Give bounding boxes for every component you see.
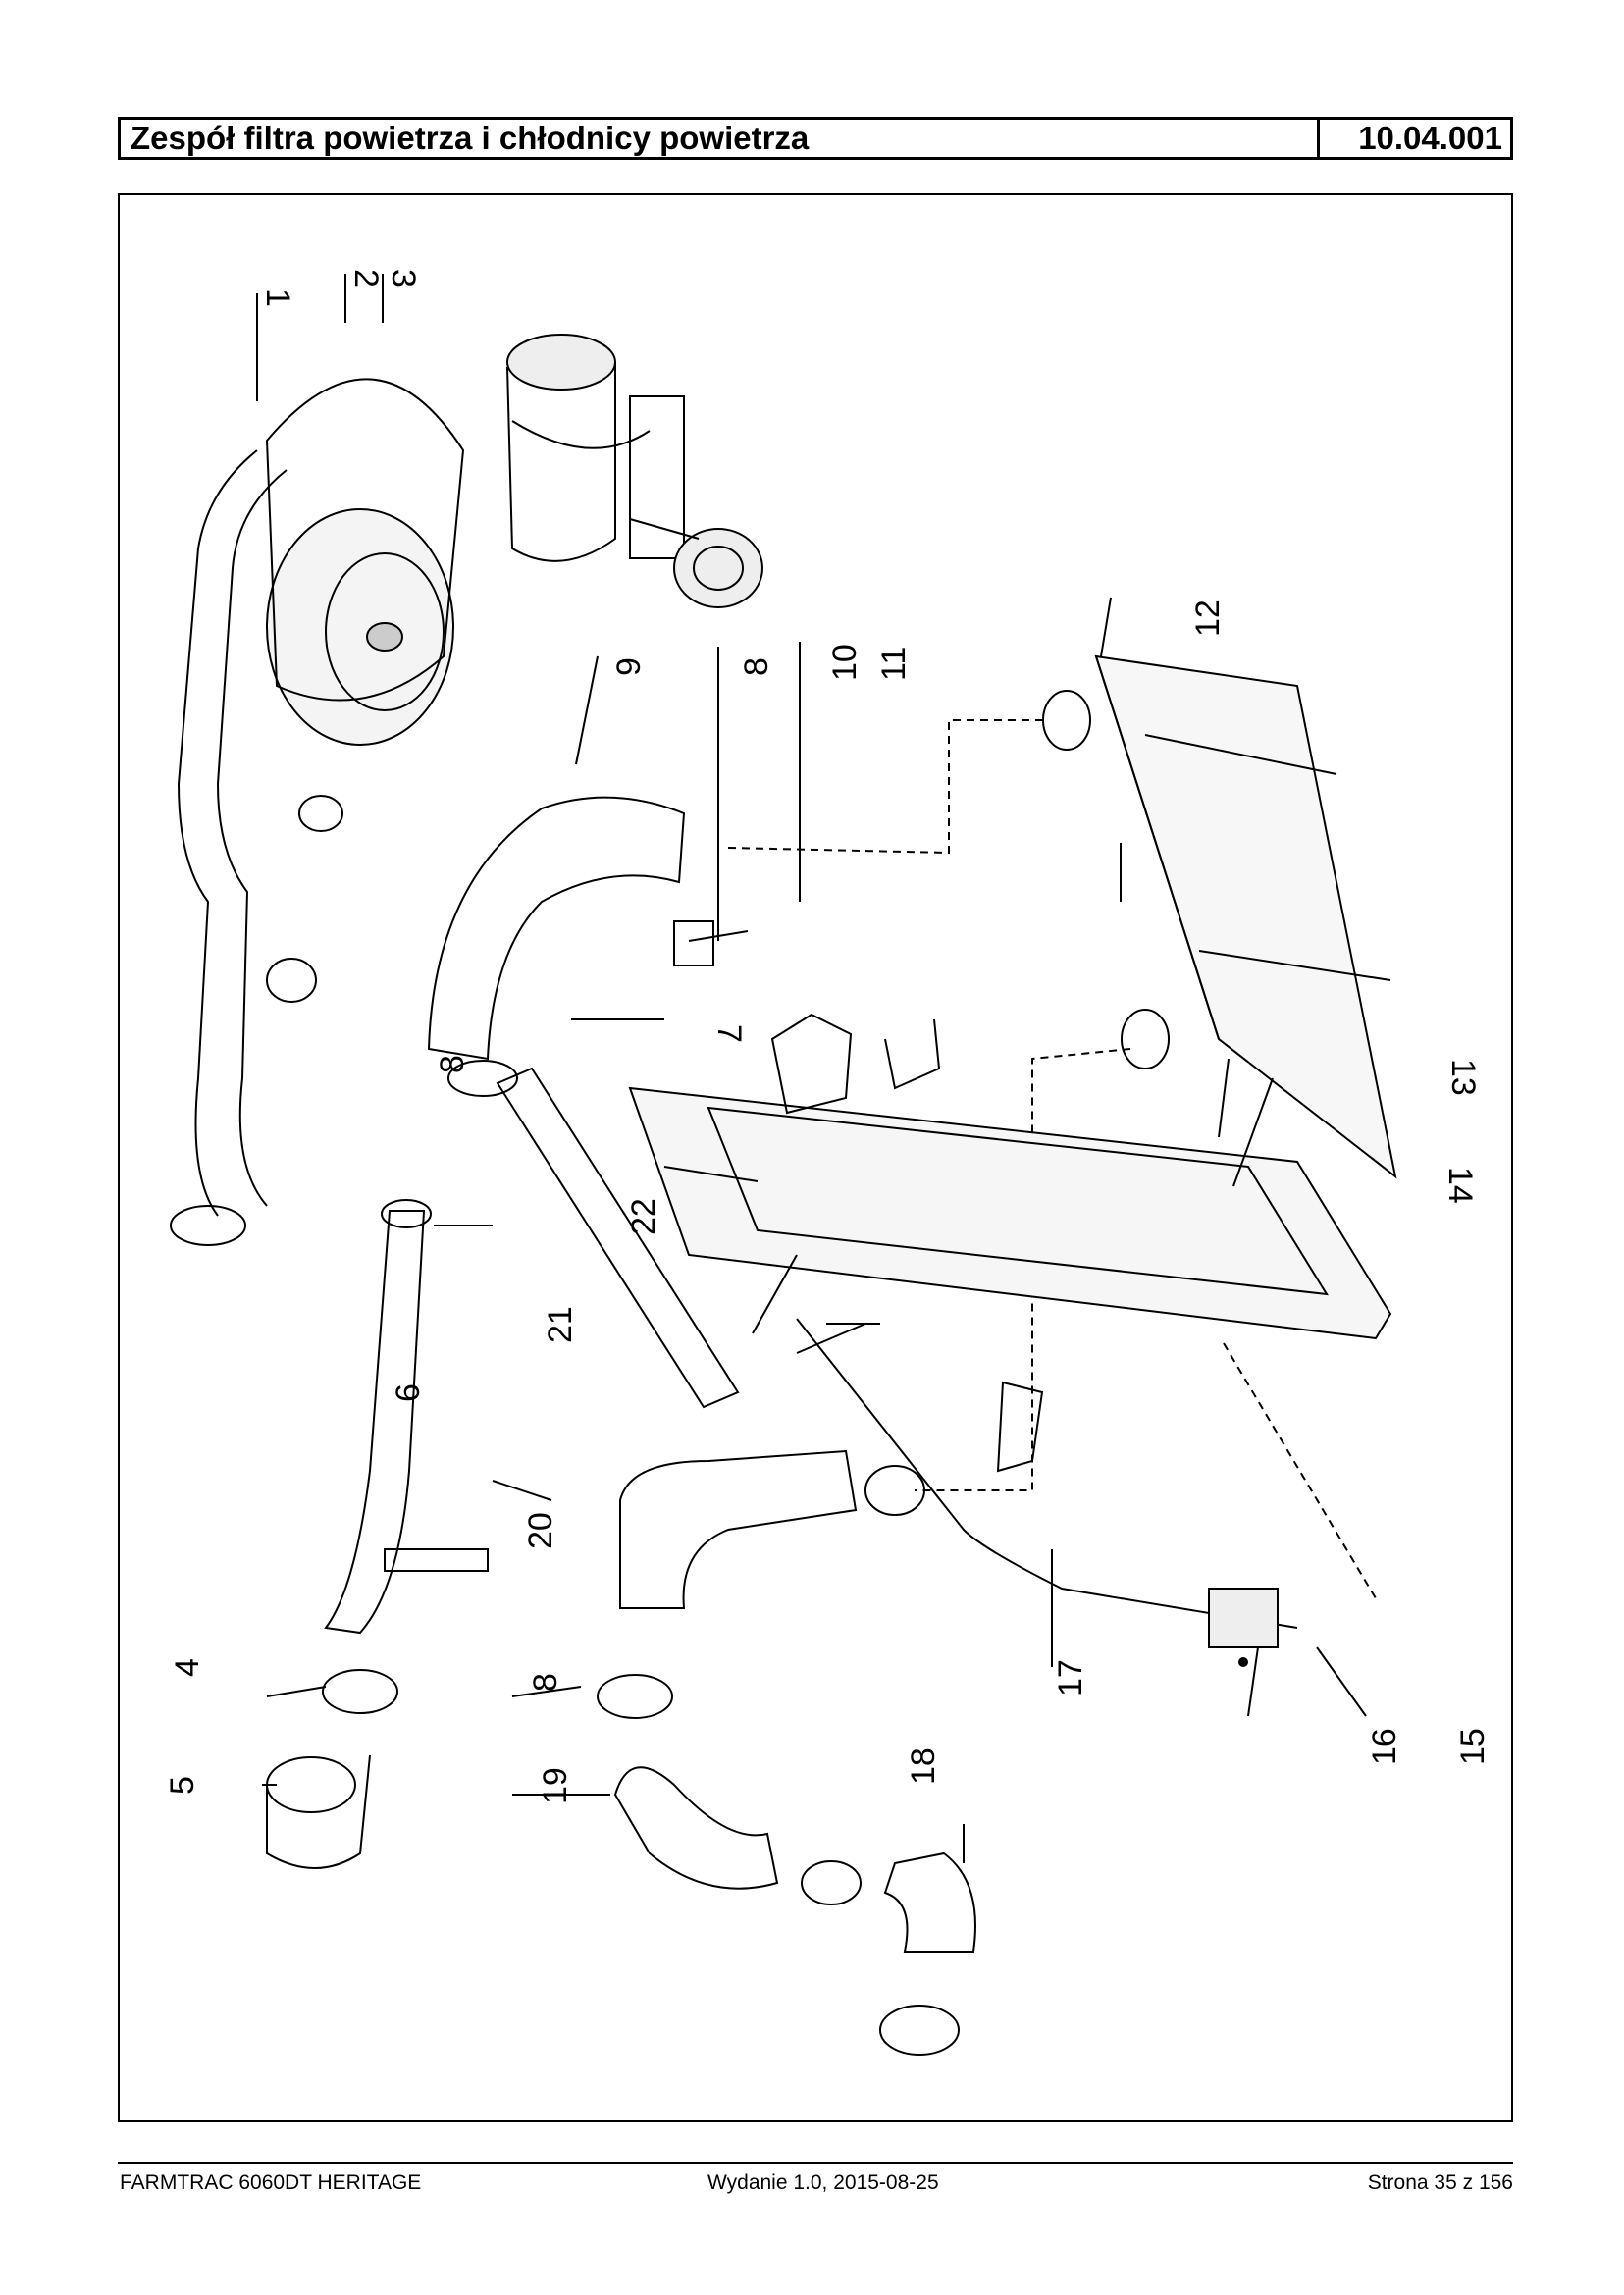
hose-9	[427, 796, 686, 1061]
callout-9: 9	[610, 657, 648, 676]
rubber-strip-21	[496, 1067, 740, 1409]
callout-6: 6	[390, 1383, 427, 1402]
callout-16: 16	[1366, 1728, 1403, 1765]
header-bar: Zespół filtra powietrza i chłodnicy powi…	[118, 117, 1513, 160]
callout-19: 19	[537, 1767, 574, 1804]
callout-11: 11	[875, 647, 913, 681]
callout-18: 18	[905, 1747, 942, 1785]
callout-17: 17	[1052, 1659, 1089, 1696]
footer-model: FARMTRAC 6060DT HERITAGE	[120, 2171, 422, 2194]
callout-10: 10	[826, 644, 864, 681]
exploded-parts-diagram: 1 2 3 4 5 6 7 8 8 8 9 10 11 12 13 14 15 …	[164, 269, 1492, 2056]
callout-12: 12	[1189, 600, 1227, 637]
callout-5: 5	[164, 1776, 201, 1795]
intake-pipe	[170, 449, 343, 1246]
footer-divider	[118, 2162, 1513, 2164]
callout-3: 3	[385, 269, 422, 287]
section-code: 10.04.001	[1358, 120, 1502, 156]
callout-22: 22	[625, 1198, 662, 1235]
footer-page: Strona 35 z 156	[1367, 2171, 1513, 2194]
callout-8-mid: 8	[738, 657, 775, 676]
callout-1: 1	[259, 288, 296, 307]
support-frame-22	[628, 1086, 1392, 1354]
callout-15: 15	[1454, 1728, 1492, 1765]
footer-edition: Wydanie 1.0, 2015-08-25	[707, 2171, 939, 2194]
callout-20: 20	[522, 1512, 559, 1549]
callout-21: 21	[542, 1306, 579, 1343]
callout-14: 14	[1441, 1167, 1479, 1204]
exploded-diagram-frame: 1 2 3 4 5 6 7 8 8 8 9 10 11 12 13 14 15 …	[118, 193, 1513, 2122]
callout-8-top: 8	[434, 1055, 471, 1073]
page-title: Zespół filtra powietrza i chłodnicy powi…	[121, 120, 1320, 157]
pipe-6	[324, 1210, 426, 1635]
callout-2: 2	[347, 269, 385, 287]
hose-19	[613, 1766, 779, 1890]
callout-7: 7	[710, 1024, 748, 1043]
callout-8-bottom: 8	[527, 1673, 564, 1692]
callout-13: 13	[1444, 1059, 1482, 1096]
intercooler-12	[1042, 654, 1397, 1179]
hose-20	[619, 1449, 858, 1609]
air-filter-assembly	[265, 334, 763, 746]
callout-4: 4	[169, 1658, 206, 1677]
